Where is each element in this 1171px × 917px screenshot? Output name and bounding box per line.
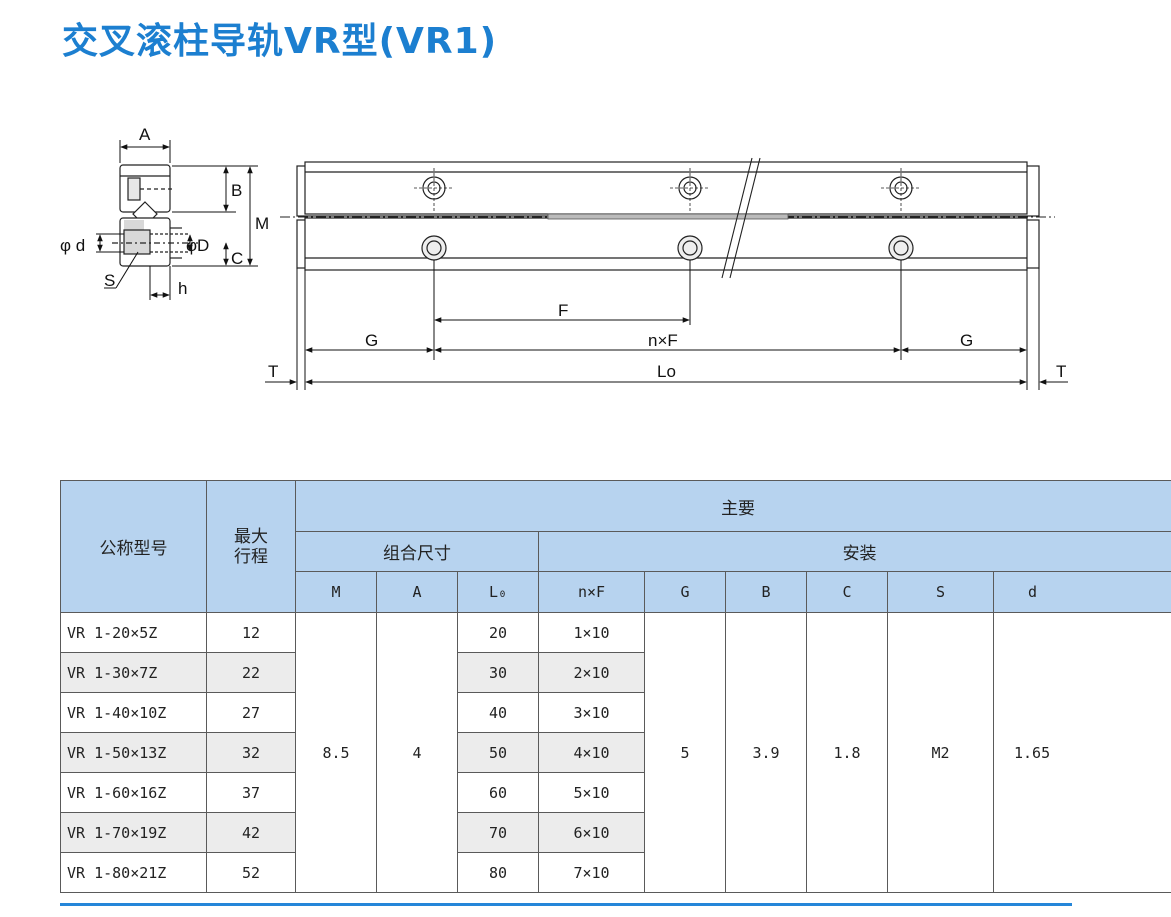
cell-m: 8.5	[295, 612, 377, 893]
header-main: 主要	[294, 480, 1171, 532]
cell-l0: 80	[457, 852, 539, 893]
cell-stroke: 37	[206, 772, 296, 813]
header-col-s: S	[887, 571, 994, 613]
cell-b: 3.9	[725, 612, 807, 893]
header-stroke: 最大 行程	[206, 480, 296, 613]
header-col-l0: L₀	[457, 571, 539, 613]
header-col-b: B	[725, 571, 807, 613]
header-col-g: G	[644, 571, 726, 613]
header-col-nxf: n×F	[538, 571, 645, 613]
technical-drawing: A B M C φD φ d S h	[60, 125, 1068, 390]
cell-model: VR 1-40×10Z	[60, 692, 207, 733]
cell-model: VR 1-80×21Z	[60, 852, 207, 893]
label-f: F	[558, 301, 568, 320]
cell-stroke: 32	[206, 732, 296, 773]
header-model: 公称型号	[60, 480, 207, 613]
cell-model: VR 1-60×16Z	[60, 772, 207, 813]
label-l0: Lo	[657, 362, 676, 381]
header-col-m: M	[295, 571, 377, 613]
lower-holes	[421, 235, 914, 261]
cell-nxf: 1×10	[538, 612, 645, 653]
upper-holes	[414, 168, 921, 212]
table-row: VR 1-40×10Z 27 40 3×10	[60, 692, 1171, 733]
cross-section-view	[112, 164, 198, 267]
label-nxf: n×F	[648, 331, 678, 350]
cell-s: M2	[887, 612, 994, 893]
header-col-d: d	[992, 571, 1171, 613]
header-group-mounting: 安装	[537, 531, 1171, 572]
cell-stroke: 22	[206, 652, 296, 693]
section-dimensions	[96, 140, 258, 300]
cell-stroke: 52	[206, 852, 296, 893]
cell-model: VR 1-50×13Z	[60, 732, 207, 773]
cell-nxf: 5×10	[538, 772, 645, 813]
table-row: VR 1-60×16Z 37 60 5×10	[60, 772, 1171, 813]
label-h: h	[178, 279, 187, 298]
cell-stroke: 27	[206, 692, 296, 733]
table-row: VR 1-30×7Z 22 30 2×10	[60, 652, 1171, 693]
cell-l0: 20	[457, 612, 539, 653]
label-b: B	[231, 181, 242, 200]
label-m: M	[255, 214, 269, 233]
section-labels: A B M C φD φ d S h	[60, 125, 269, 298]
label-t-left: T	[268, 362, 278, 381]
cell-stroke: 42	[206, 812, 296, 853]
cell-nxf: 4×10	[538, 732, 645, 773]
label-t-right: T	[1056, 362, 1066, 381]
table-row: VR 1-50×13Z 32 50 4×10	[60, 732, 1171, 773]
cell-d: 1.65	[992, 612, 1171, 893]
cell-nxf: 7×10	[538, 852, 645, 893]
front-view	[280, 157, 1055, 279]
header-group-dimensions: 组合尺寸	[295, 531, 539, 572]
header-col-a: A	[376, 571, 458, 613]
label-s: S	[104, 271, 115, 290]
cell-model: VR 1-30×7Z	[60, 652, 207, 693]
cell-g: 5	[644, 612, 726, 893]
label-g-right: G	[960, 331, 973, 350]
spec-table: 公称型号 最大 行程 主要 组合尺寸 安装 M A L₀ n×F G B C S…	[60, 480, 1171, 893]
front-labels: F G n×F G Lo T T	[268, 301, 1066, 381]
cell-l0: 60	[457, 772, 539, 813]
cell-nxf: 6×10	[538, 812, 645, 853]
cell-nxf: 2×10	[538, 652, 645, 693]
cell-nxf: 3×10	[538, 692, 645, 733]
label-a: A	[139, 125, 151, 144]
cell-model: VR 1-20×5Z	[60, 612, 207, 653]
label-d-large: φD	[186, 236, 209, 255]
front-dimensions	[265, 260, 1068, 390]
label-g-left: G	[365, 331, 378, 350]
cell-l0: 40	[457, 692, 539, 733]
page-title: 交叉滚柱导轨VR型(VR1)	[62, 21, 498, 62]
cell-model: VR 1-70×19Z	[60, 812, 207, 853]
label-d-small: φ d	[60, 236, 85, 255]
cell-l0: 50	[457, 732, 539, 773]
label-c: C	[231, 249, 243, 268]
header-col-c: C	[806, 571, 888, 613]
cell-l0: 70	[457, 812, 539, 853]
cell-a: 4	[376, 612, 458, 893]
cell-l0: 30	[457, 652, 539, 693]
table-row: VR 1-20×5Z 12 8.5 4 20 1×10 5 3.9 1.8 M2…	[60, 612, 1171, 893]
table-row: VR 1-80×21Z 52 80 7×10	[60, 852, 1171, 893]
cell-stroke: 12	[206, 612, 296, 653]
cell-c: 1.8	[806, 612, 888, 893]
bottom-rule	[60, 903, 1072, 906]
